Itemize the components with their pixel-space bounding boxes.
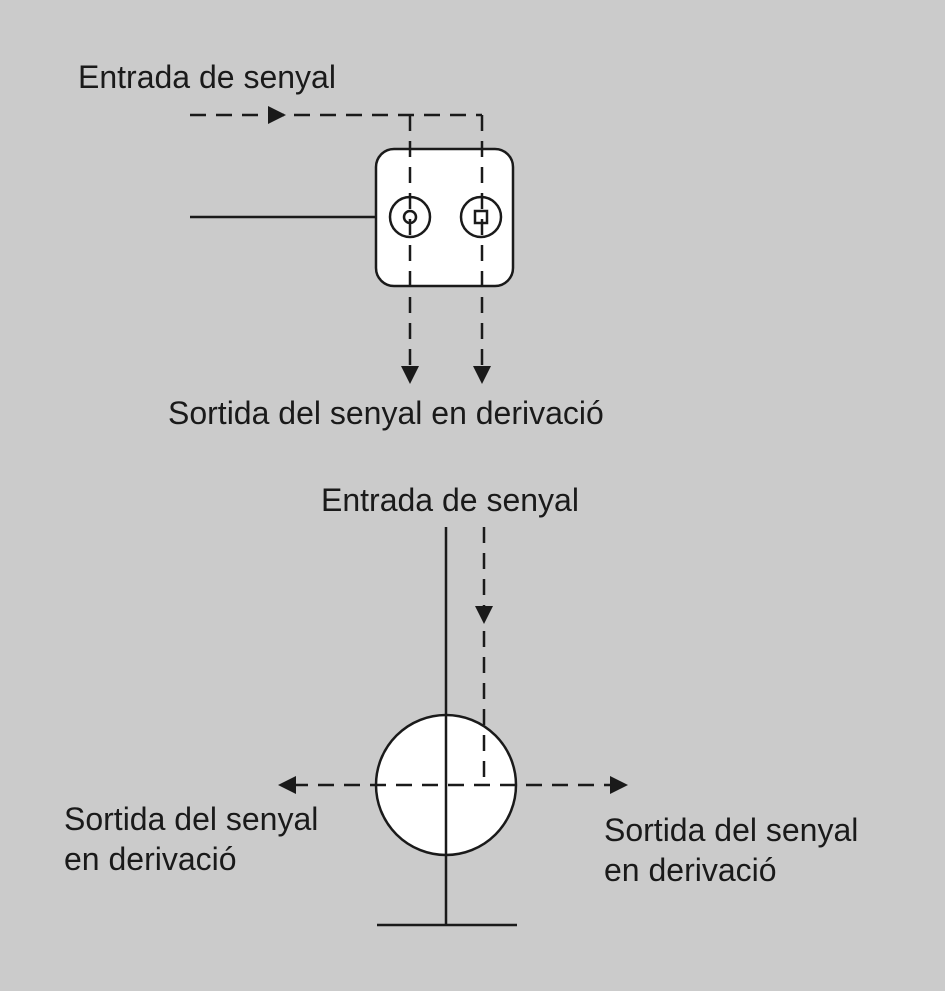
top-input-label: Entrada de senyal [78,59,336,95]
bottom-right-output-line1: Sortida del senyal [604,812,859,848]
bottom-left-output-label: Sortida del senyal en derivació [64,799,318,879]
top-diagram [190,106,515,384]
bottom-left-output-line1: Sortida del senyal [64,801,319,837]
top-left-output-arrow [401,366,419,384]
bottom-right-output-line2: en derivació [604,852,777,888]
bottom-left-output-arrow [278,776,296,794]
bottom-diagram [278,527,628,927]
top-input-arrow [268,106,286,124]
top-right-output-arrow [473,366,491,384]
bottom-input-arrow [475,606,493,624]
bottom-right-output-label: Sortida del senyal en derivació [604,810,858,890]
bottom-input-label: Entrada de senyal [321,482,579,518]
bottom-right-output-arrow [610,776,628,794]
top-output-label: Sortida del senyal en derivació [168,395,604,431]
bottom-left-output-line2: en derivació [64,841,237,877]
